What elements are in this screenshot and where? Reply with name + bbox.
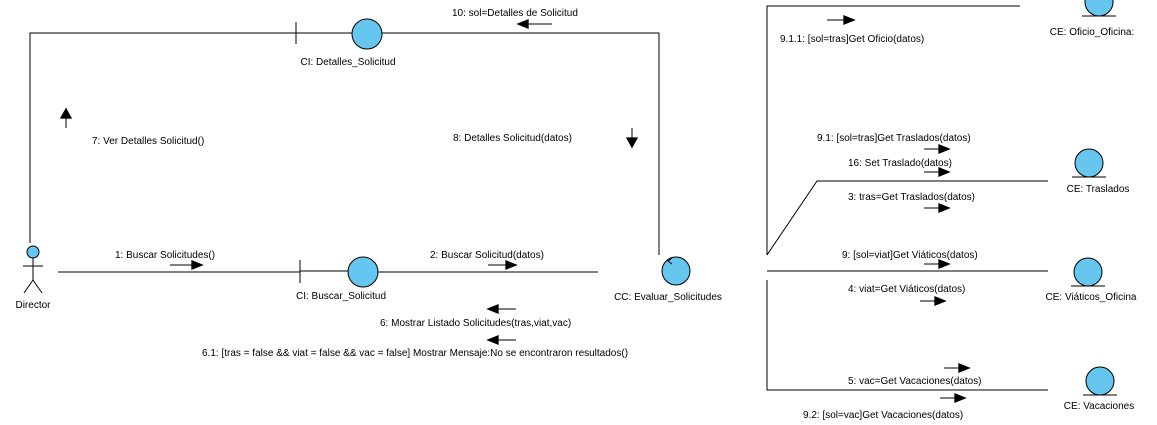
actor-director: Director bbox=[15, 245, 51, 311]
message-6-1: 6.1: [tras = false && viat = false && va… bbox=[202, 348, 628, 359]
arrow-message-7 bbox=[59, 107, 73, 128]
link-director-detalles bbox=[29, 32, 296, 243]
message-4: 4: viat=Get Viáticos(datos) bbox=[848, 284, 965, 295]
actor-head bbox=[26, 245, 40, 259]
message-7: 7: Ver Detalles Solicitud() bbox=[92, 136, 204, 147]
entity-circle bbox=[1073, 257, 1103, 287]
arrow-message-9-1-1 bbox=[827, 15, 856, 25]
buscar-solicitud-label: CI: Buscar_Solicitud bbox=[296, 291, 386, 302]
detalles-solicitud-label: CI: Detalles_Solicitud bbox=[300, 57, 395, 68]
link-evaluar-oficio bbox=[766, 5, 1020, 255]
entity-circle bbox=[1084, 0, 1114, 17]
entity-traslados: CE: Traslados bbox=[1067, 148, 1130, 195]
control-evaluar-solicitudes: CC: Evaluar_Solicitudes bbox=[614, 256, 722, 303]
message-9-1-1: 9.1.1: [sol=tras]Get Oficio(datos) bbox=[780, 34, 924, 45]
arrow-message-3 bbox=[924, 203, 951, 213]
entity-circle bbox=[1085, 366, 1115, 396]
entity-circle bbox=[1074, 148, 1104, 178]
message-9: 9: [sol=viat]Get Viáticos(datos) bbox=[842, 250, 978, 261]
arrow-message-8 bbox=[625, 128, 639, 149]
arrow-message-6-1 bbox=[486, 335, 516, 345]
arrow-message-9 bbox=[924, 259, 951, 269]
message-9-2: 9.2: [sol=vac]Get Vacaciones(datos) bbox=[803, 410, 963, 421]
viaticos-oficina-label: CE: Viáticos_Oficina bbox=[1046, 292, 1137, 303]
oficio-oficina-label: CE: Oficio_Oficina: bbox=[1050, 27, 1134, 38]
message-labels: 10: sol=Detalles de Solicitud 7: Ver Det… bbox=[92, 8, 982, 421]
control-circle bbox=[661, 256, 691, 286]
message-5: 5: vac=Get Vacaciones(datos) bbox=[848, 376, 982, 387]
boundary-circle bbox=[351, 18, 383, 50]
arrow-message-9-2 bbox=[940, 393, 967, 403]
link-evaluar-traslados bbox=[766, 180, 1048, 256]
boundary-buscar-solicitud: CI: Buscar_Solicitud bbox=[296, 256, 386, 302]
entity-oficio-oficina: CE: Oficio_Oficina: bbox=[1050, 0, 1134, 38]
arrow-message-4 bbox=[920, 296, 947, 306]
message-1: 1: Buscar Solicitudes() bbox=[115, 250, 215, 261]
message-9-1: 9.1: [sol=tras]Get Traslados(datos) bbox=[817, 133, 971, 144]
message-8: 8: Detalles Solicitud(datos) bbox=[453, 133, 572, 144]
message-6: 6: Mostrar Listado Solicitudes(tras,viat… bbox=[380, 318, 571, 329]
arrow-message-2 bbox=[488, 260, 518, 270]
entity-viaticos-oficina: CE: Viáticos_Oficina bbox=[1046, 257, 1137, 303]
arrow-message-1 bbox=[170, 260, 204, 270]
message-10: 10: sol=Detalles de Solicitud bbox=[452, 8, 578, 19]
traslados-label: CE: Traslados bbox=[1067, 184, 1130, 195]
arrow-message-6 bbox=[486, 304, 516, 314]
arrow-message-5 bbox=[944, 363, 971, 373]
vacaciones-label: CE: Vacaciones bbox=[1064, 401, 1134, 412]
boundary-circle bbox=[347, 256, 379, 288]
message-3: 3: tras=Get Traslados(datos) bbox=[848, 192, 975, 203]
link-evaluar-vacaciones bbox=[766, 280, 1048, 391]
links bbox=[29, 5, 1048, 391]
message-arrows bbox=[59, 15, 971, 403]
arrow-message-9-1 bbox=[924, 144, 951, 154]
message-16: 16: Set Traslado(datos) bbox=[848, 158, 952, 169]
arrow-message-16 bbox=[924, 167, 951, 177]
entity-vacaciones: CE: Vacaciones bbox=[1064, 366, 1134, 412]
director-label: Director bbox=[15, 300, 51, 311]
boundary-detalles-solicitud: CI: Detalles_Solicitud bbox=[295, 18, 396, 68]
link-detalles-evaluar bbox=[378, 32, 660, 255]
message-2: 2: Buscar Solicitud(datos) bbox=[430, 250, 544, 261]
evaluar-solicitudes-label: CC: Evaluar_Solicitudes bbox=[614, 292, 722, 303]
arrow-message-10 bbox=[516, 19, 552, 29]
